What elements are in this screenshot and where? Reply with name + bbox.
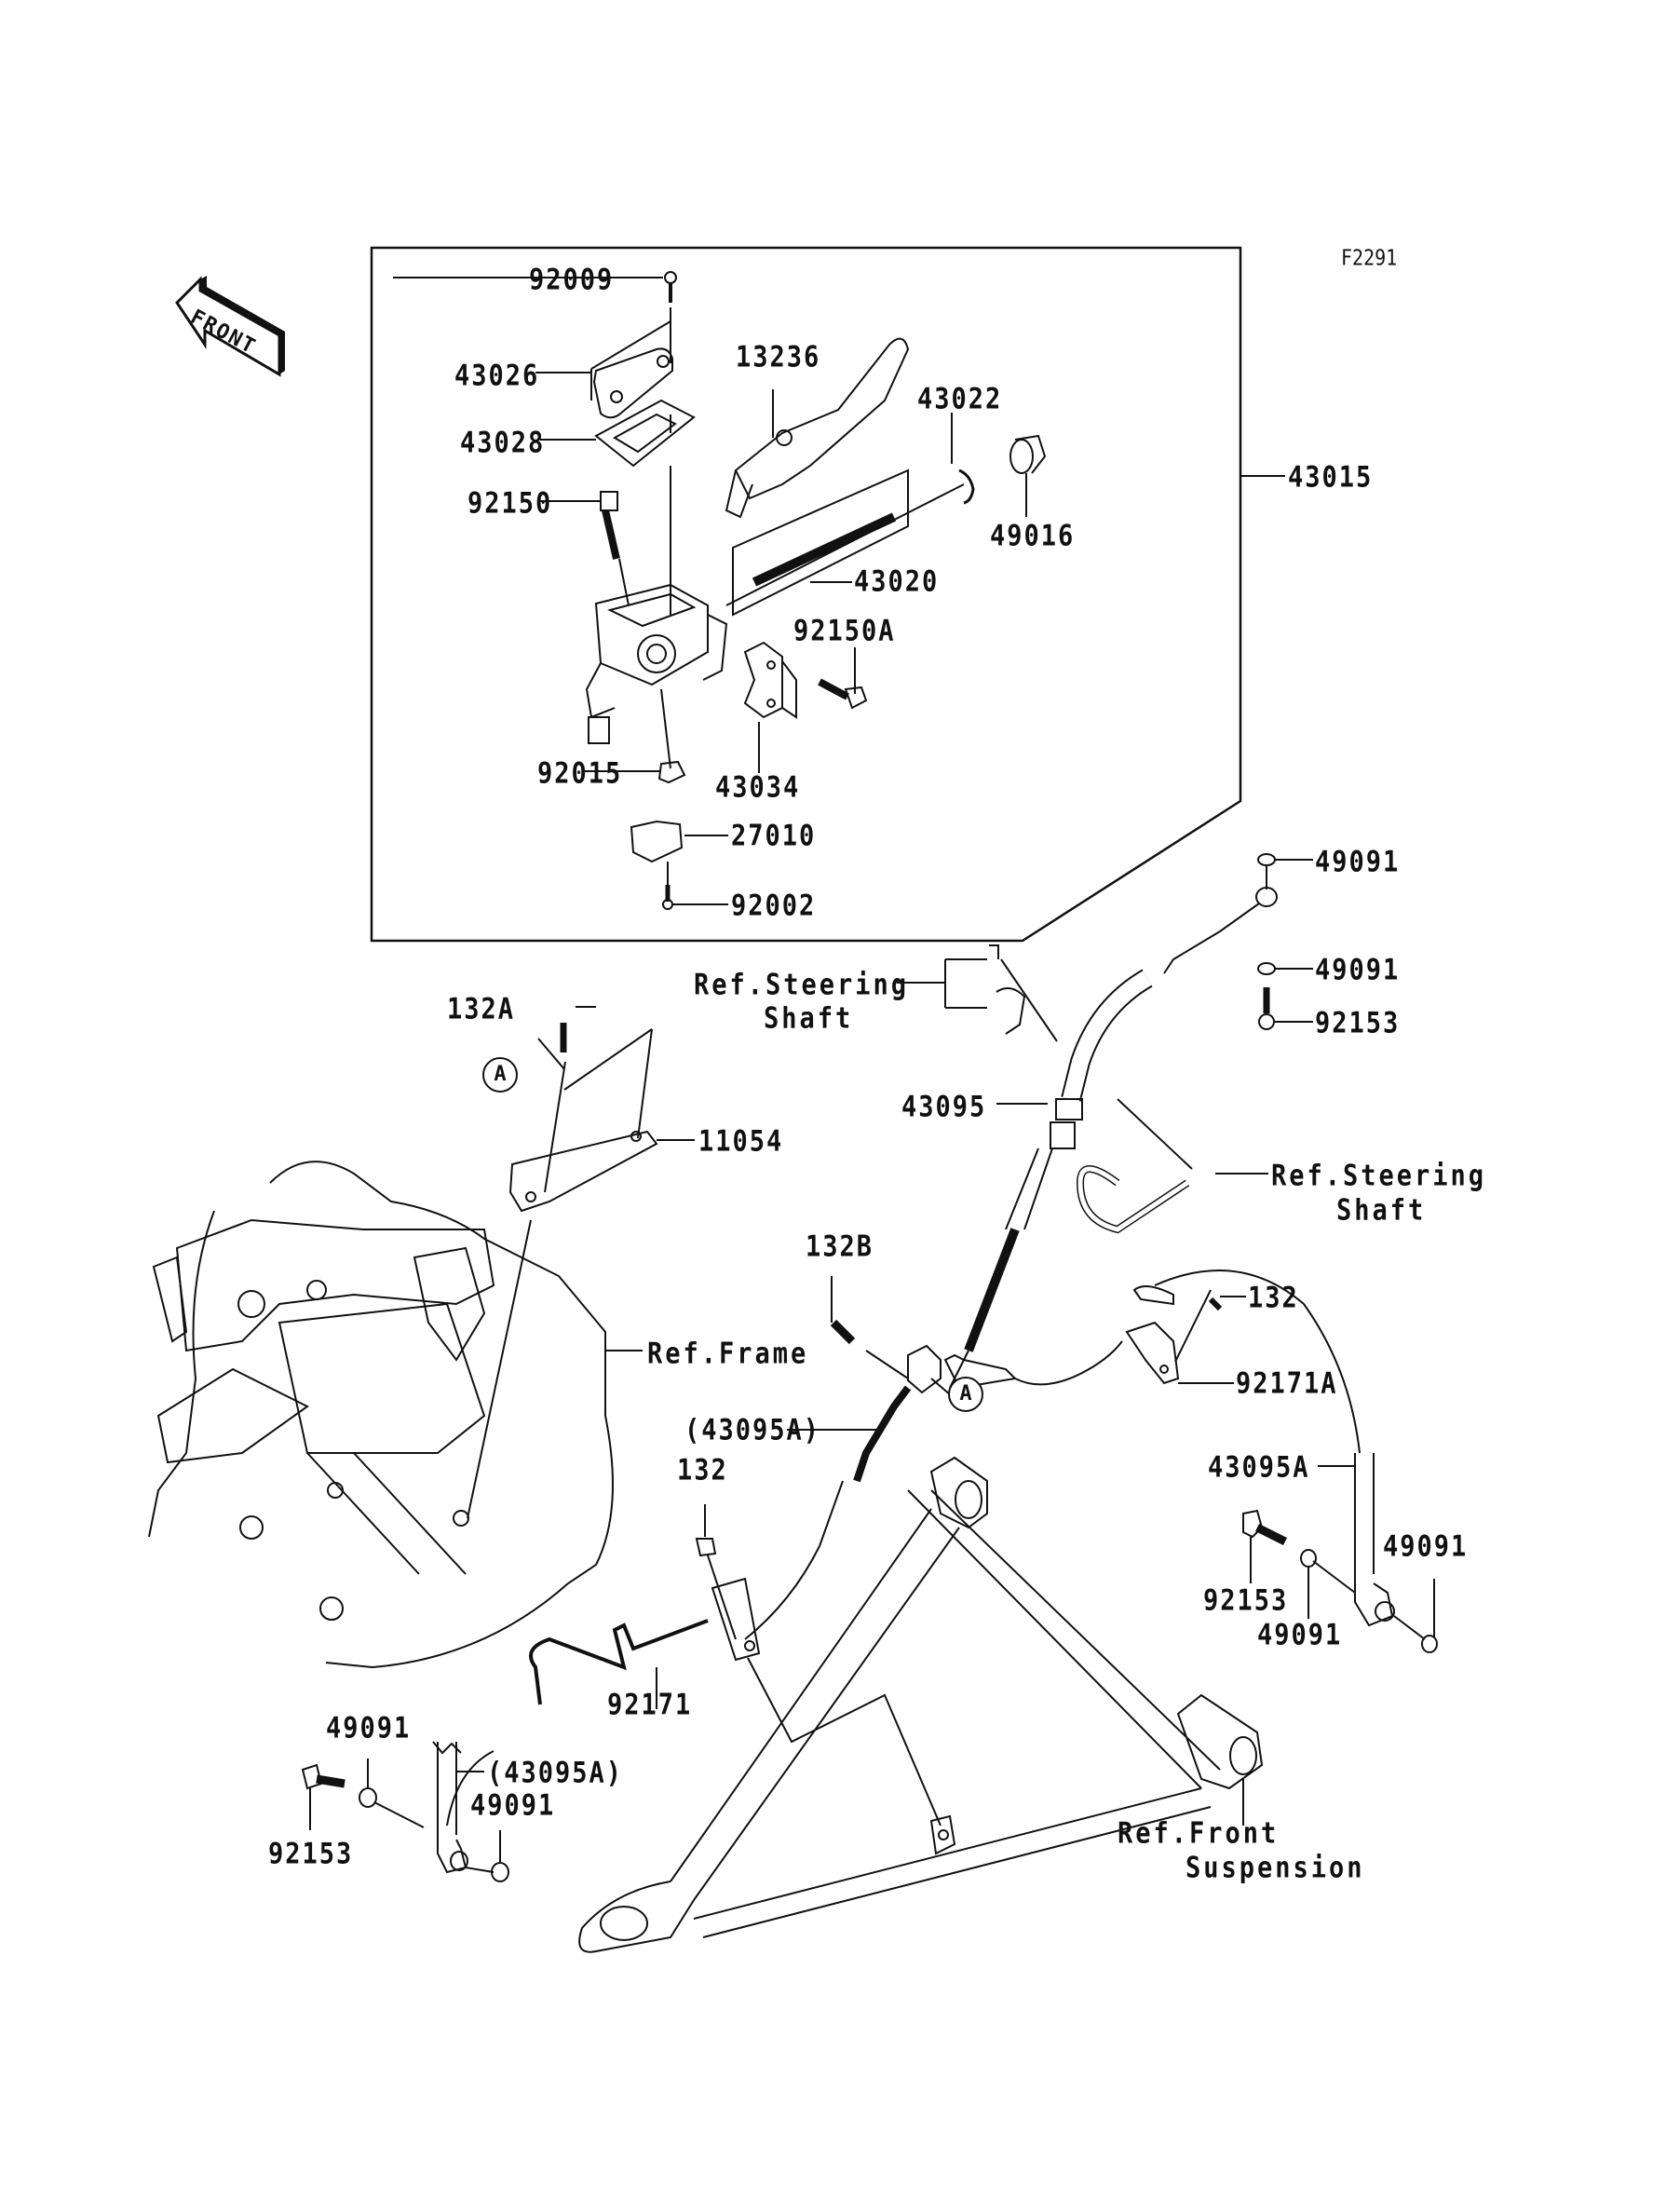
ref-steering-shaft-1-line1: Ref.Steering xyxy=(694,968,910,1002)
master-cylinder-icon xyxy=(585,583,728,769)
part-label-11054[interactable]: 11054 xyxy=(698,1124,784,1159)
part-label-132-mid[interactable]: 132 xyxy=(677,1453,728,1487)
part-label-132A[interactable]: 132A xyxy=(447,992,516,1026)
diaphragm-43028-icon xyxy=(540,399,696,615)
clamp-43034-icon xyxy=(743,641,797,773)
part-label-92171[interactable]: 92171 xyxy=(607,1688,693,1722)
part-label-132B[interactable]: 132B xyxy=(806,1229,874,1264)
brake-hose-upper-icon xyxy=(949,969,1153,1389)
front-direction-arrow-icon xyxy=(175,276,285,377)
bracket-11054-icon xyxy=(467,1006,695,1519)
part-label-132-right[interactable]: 132 xyxy=(1248,1281,1299,1315)
part-label-92015[interactable]: 92015 xyxy=(537,756,623,791)
part-label-49016[interactable]: 49016 xyxy=(990,519,1076,553)
part-label-92153-top[interactable]: 92153 xyxy=(1315,1006,1401,1040)
bolt-92150A-icon xyxy=(818,647,868,710)
ref-front-suspension-line2: Suspension xyxy=(1185,1851,1365,1885)
callout-a-lower: A xyxy=(948,1377,983,1412)
part-label-27010[interactable]: 27010 xyxy=(731,819,817,853)
part-label-43015[interactable]: 43015 xyxy=(1288,460,1374,495)
part-label-43028[interactable]: 43028 xyxy=(460,426,546,460)
banjo-fitting-left-icon xyxy=(301,1741,509,1882)
bolt-92150-icon xyxy=(540,491,630,606)
part-label-49091-top1[interactable]: 49091 xyxy=(1315,845,1401,879)
part-label-92153-right[interactable]: 92153 xyxy=(1203,1583,1289,1618)
nut-92015-icon xyxy=(582,760,686,784)
banjo-fitting-upper-icon xyxy=(1163,853,1313,1030)
part-label-92150[interactable]: 92150 xyxy=(467,486,553,521)
part-label-43034[interactable]: 43034 xyxy=(715,770,801,805)
part-label-43020[interactable]: 43020 xyxy=(854,564,940,599)
part-label-43026[interactable]: 43026 xyxy=(454,359,540,393)
part-label-49091-left2[interactable]: 49091 xyxy=(470,1788,556,1823)
frame-reference-icon xyxy=(148,1161,643,1669)
brake-lever-13236-icon xyxy=(725,337,910,519)
callout-a-upper: A xyxy=(482,1057,518,1093)
part-label-92002[interactable]: 92002 xyxy=(731,889,817,923)
part-label-43095[interactable]: 43095 xyxy=(901,1090,987,1124)
part-label-43022[interactable]: 43022 xyxy=(917,382,1003,416)
part-label-43095A-mid[interactable]: (43095A) xyxy=(684,1413,821,1447)
part-label-92153-left[interactable]: 92153 xyxy=(268,1837,354,1871)
front-suspension-a-arm-icon xyxy=(578,1456,1264,1953)
part-label-49091-left1[interactable]: 49091 xyxy=(326,1711,412,1745)
reservoir-cap-43026-icon xyxy=(535,347,673,419)
part-label-49091-top2[interactable]: 49091 xyxy=(1315,953,1401,987)
clip-92171A-icon xyxy=(1125,1270,1395,1627)
part-label-49091-right2[interactable]: 49091 xyxy=(1257,1618,1343,1652)
ref-steering-shaft-2-line1: Ref.Steering xyxy=(1271,1159,1487,1193)
part-label-43095A-low[interactable]: (43095A) xyxy=(487,1756,624,1790)
dust-boot-49016-icon xyxy=(1009,434,1047,517)
assembly-box xyxy=(370,246,1242,943)
clip-92171-icon xyxy=(529,1504,942,1827)
part-label-92150A[interactable]: 92150A xyxy=(793,614,896,648)
steering-shaft-clamp-2-icon xyxy=(1076,1098,1268,1234)
part-label-13236[interactable]: 13236 xyxy=(736,340,821,374)
part-label-92171A[interactable]: 92171A xyxy=(1236,1366,1338,1401)
steering-shaft-bracket-1-icon xyxy=(897,944,1058,1042)
junction-block-icon xyxy=(744,1276,1123,1640)
ref-steering-shaft-1-line2: Shaft xyxy=(764,1001,854,1036)
ref-steering-shaft-2-line2: Shaft xyxy=(1336,1193,1427,1228)
piston-kit-43020-icon xyxy=(725,469,965,617)
banjo-fitting-right-icon xyxy=(1242,1509,1438,1653)
part-label-92009[interactable]: 92009 xyxy=(529,263,615,297)
brake-switch-27010-icon xyxy=(630,820,728,885)
circlip-43022-icon xyxy=(951,413,975,505)
part-label-43095A-right[interactable]: 43095A xyxy=(1208,1450,1310,1485)
screw-92002-icon xyxy=(662,885,728,910)
ref-front-suspension-line1: Ref.Front xyxy=(1118,1816,1280,1851)
figure-id: F2291 xyxy=(1341,244,1398,271)
ref-frame: Ref.Frame xyxy=(647,1337,809,1371)
part-label-49091-right1[interactable]: 49091 xyxy=(1383,1529,1469,1564)
